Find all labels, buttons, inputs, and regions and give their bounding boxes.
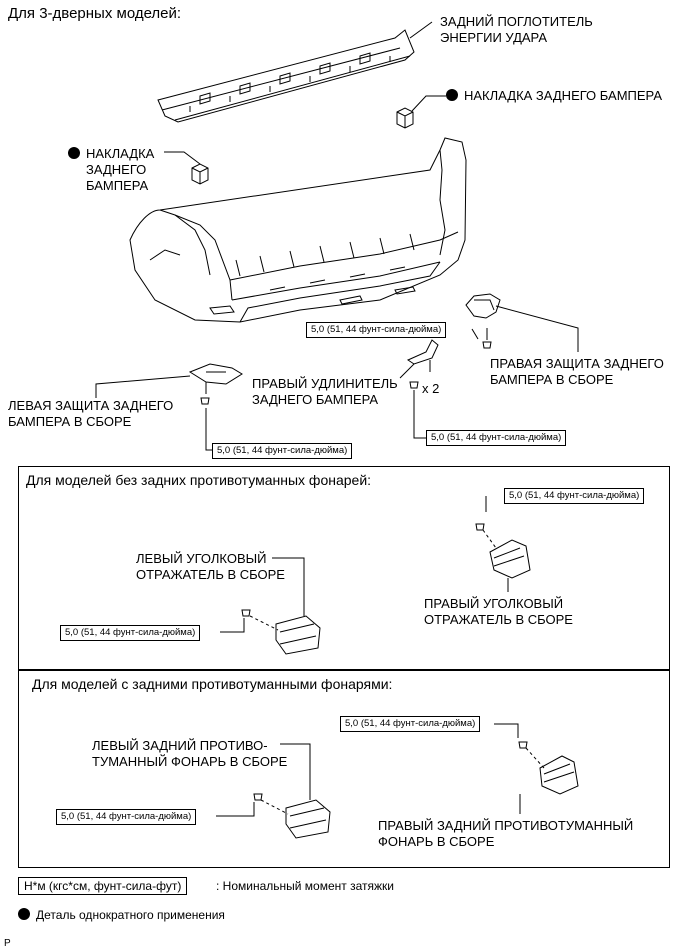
left-fog-lamp-drawing (285, 799, 331, 839)
leader-torque-rg (471, 328, 479, 340)
single-use-icon (18, 908, 30, 920)
dash-rf (525, 747, 545, 769)
right-guard-drawing (465, 293, 501, 319)
label-pad-left: НАКЛАДКА ЗАДНЕГО БАМПЕРА (68, 146, 154, 194)
torque-box-right-fog: 5,0 (51, 44 фунт-сила-дюйма) (340, 716, 481, 732)
qty-label: x 2 (422, 381, 440, 396)
screw-icon (409, 381, 419, 389)
leader-torque-ext (413, 390, 426, 439)
legend-single-use: Деталь однократного применения (18, 907, 225, 923)
footer-code: P (4, 938, 11, 949)
single-use-icon (68, 147, 80, 159)
label-right-guard: ПРАВАЯ ЗАЩИТА ЗАДНЕГО БАМПЕРА В СБОРЕ (490, 356, 664, 387)
dash-lr (249, 615, 279, 631)
panel-with-fog-lamps (18, 670, 670, 868)
legend-unit-box: Н*м (кгс*см, фунт-сила-фут) (18, 877, 188, 895)
leader-pad-right (411, 95, 446, 112)
panel-no-fog-title: Для моделей без задних противотуманных ф… (26, 472, 372, 488)
leader-left-guard (95, 375, 191, 398)
left-guard-drawing (188, 363, 243, 385)
left-reflector-drawing (275, 615, 321, 655)
panel-no-fog-lamps (18, 466, 670, 670)
leader-left-fog (280, 743, 311, 800)
label-right-extension: ПРАВЫЙ УДЛИНИТЕЛЬ ЗАДНЕГО БАМПЕРА (252, 376, 398, 407)
screw-icon (241, 609, 251, 617)
torque-box-right-guard: 5,0 (51, 44 фунт-сила-дюйма) (306, 322, 447, 338)
leader-torque-lf (216, 802, 255, 817)
leader-absorber (409, 21, 433, 39)
torque-box-right-extension: 5,0 (51, 44 фунт-сила-дюйма) (426, 430, 567, 446)
leader-torque-lr (220, 618, 245, 633)
rear-bumper-cover-drawing (129, 137, 467, 323)
label-absorber: ЗАДНИЙ ПОГЛОТИТЕЛЬ ЭНЕРГИИ УДАРА (440, 14, 593, 45)
label-right-fog: ПРАВЫЙ ЗАДНИЙ ПРОТИВОТУМАННЫЙ ФОНАРЬ В С… (378, 818, 634, 849)
bumper-pad-right-drawing (396, 107, 414, 129)
single-use-icon (446, 89, 458, 101)
right-extension-drawing (406, 339, 439, 365)
right-fog-lamp-drawing (539, 755, 579, 795)
panel-fog-title: Для моделей с задними противотуманными ф… (32, 676, 393, 692)
label-left-guard: ЛЕВАЯ ЗАЩИТА ЗАДНЕГО БАМПЕРА В СБОРЕ (8, 398, 174, 429)
torque-box-right-reflector: 5,0 (51, 44 фунт-сила-дюйма) (504, 488, 645, 504)
leader-torque-lg (205, 408, 212, 451)
label-right-reflector: ПРАВЫЙ УГОЛКОВЫЙ ОТРАЖАТЕЛЬ В СБОРЕ (424, 596, 573, 627)
label-pad-right: НАКЛАДКА ЗАДНЕГО БАМПЕРА (446, 88, 662, 104)
page-title: Для 3-дверных моделей: (8, 5, 182, 22)
bumper-pad-left-drawing (191, 163, 209, 185)
label-left-fog: ЛЕВЫЙ ЗАДНИЙ ПРОТИВО- ТУМАННЫЙ ФОНАРЬ В … (92, 738, 288, 769)
screw-icon (200, 397, 210, 405)
right-reflector-drawing (489, 539, 531, 579)
torque-box-left-guard: 5,0 (51, 44 фунт-сила-дюйма) (212, 443, 353, 459)
leader-torque-rf (494, 723, 519, 738)
energy-absorber-drawing (157, 29, 415, 123)
leader-pad-left (164, 151, 201, 165)
dash-lf (260, 799, 289, 815)
label-left-reflector: ЛЕВЫЙ УГОЛКОВЫЙ ОТРАЖАТЕЛЬ В СБОРЕ (136, 551, 285, 582)
leader-right-guard (495, 305, 579, 352)
leader-left-reflector (272, 557, 305, 616)
torque-box-left-reflector: 5,0 (51, 44 фунт-сила-дюйма) (60, 625, 201, 641)
legend-unit-desc: : Номинальный момент затяжки (216, 879, 394, 893)
dash-rr (482, 529, 497, 549)
leader-right-ext (399, 363, 415, 379)
torque-box-left-fog: 5,0 (51, 44 фунт-сила-дюйма) (56, 809, 197, 825)
screw-icon (482, 341, 492, 349)
